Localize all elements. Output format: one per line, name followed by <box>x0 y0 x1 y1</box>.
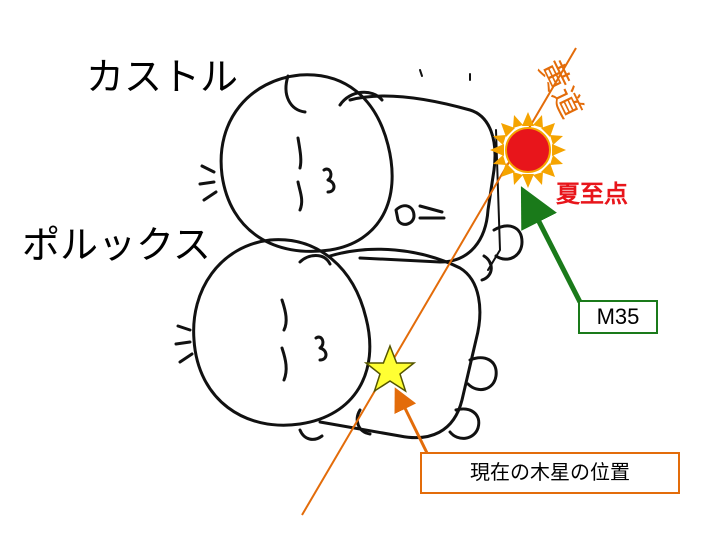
summer-solstice-label: 夏至点 <box>556 180 628 208</box>
m35-arrow <box>520 186 583 304</box>
pollux-head <box>192 238 372 427</box>
castor-head <box>219 73 394 253</box>
jupiter-arrow <box>394 387 430 456</box>
pollux-label: ポルックス <box>22 223 211 267</box>
m35-label: M35 <box>596 304 640 329</box>
castor-body <box>348 94 497 264</box>
jupiter-position-box: 現在の木星の位置 <box>420 452 680 494</box>
star-icon <box>363 343 417 393</box>
ecliptic-line <box>301 47 577 516</box>
m35-label-box: M35 <box>578 300 658 334</box>
pollux-body <box>318 247 482 440</box>
castor-label: カストル <box>86 55 239 99</box>
jupiter-position-label: 現在の木星の位置 <box>470 462 630 484</box>
twins-illustration <box>174 69 524 441</box>
sun-icon <box>490 112 566 188</box>
